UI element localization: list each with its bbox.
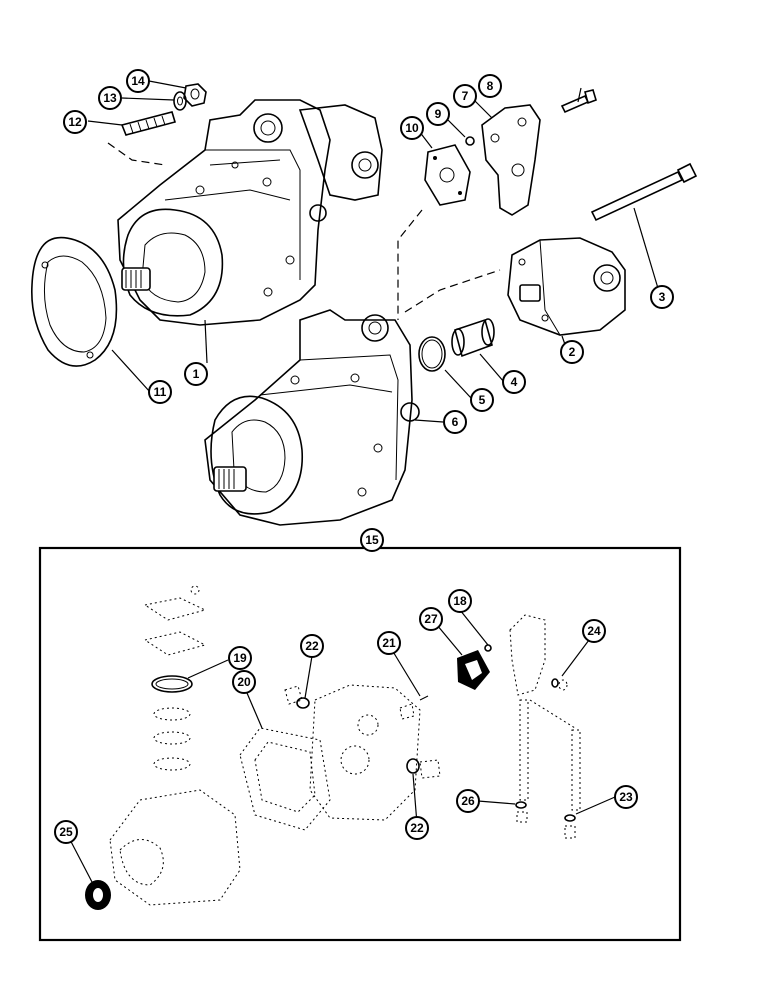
callout-5-label: 5 (479, 393, 486, 407)
callout-19-label: 19 (233, 651, 247, 665)
callout-7-label: 7 (462, 89, 469, 103)
stud-washer-nut (120, 83, 207, 136)
callout-26: 26 (456, 789, 480, 813)
callout-25-label: 25 (59, 825, 73, 839)
callout-9: 9 (426, 102, 450, 126)
pump-assembly-6 (204, 269, 501, 526)
pump-assembly-1 (107, 99, 383, 326)
callout-3-label: 3 (659, 290, 666, 304)
callout-10-label: 10 (405, 121, 419, 135)
callout-8-label: 8 (487, 79, 494, 93)
gasket-10 (397, 144, 471, 320)
callout-5: 5 (470, 388, 494, 412)
callout-12: 12 (63, 110, 87, 134)
callout-27-label: 27 (424, 612, 438, 626)
callout-2-label: 2 (569, 345, 576, 359)
callout-22-upper: 22 (300, 634, 324, 658)
callout-13-label: 13 (103, 91, 117, 105)
callout-9-label: 9 (435, 107, 442, 121)
oring-9 (465, 136, 475, 146)
callout-11: 11 (148, 380, 172, 404)
callout-15: 15 (360, 528, 384, 552)
callout-12-label: 12 (68, 115, 82, 129)
callout-6-label: 6 (452, 415, 459, 429)
callout-8: 8 (478, 74, 502, 98)
callout-14-label: 14 (131, 74, 145, 88)
callout-25: 25 (54, 820, 78, 844)
callout-10: 10 (400, 116, 424, 140)
callout-22-upper-label: 22 (305, 639, 319, 653)
callout-4-label: 4 (511, 375, 518, 389)
callout-6: 6 (443, 410, 467, 434)
callout-18: 18 (448, 589, 472, 613)
callout-24: 24 (582, 619, 606, 643)
callout-20: 20 (232, 670, 256, 694)
callout-3: 3 (650, 285, 674, 309)
valve-body-7 (481, 104, 541, 216)
bolt-8 (560, 89, 597, 114)
callout-23: 23 (614, 785, 638, 809)
oring-coupling (418, 318, 495, 372)
callout-22-lower-label: 22 (410, 821, 424, 835)
callout-13: 13 (98, 86, 122, 110)
callout-11-label: 11 (154, 385, 167, 399)
callout-26-label: 26 (461, 794, 475, 808)
gear-pump-2 (507, 237, 626, 336)
callout-1-label: 1 (193, 367, 200, 381)
callout-22-lower: 22 (405, 816, 429, 840)
callout-18-label: 18 (453, 594, 467, 608)
callout-7: 7 (453, 84, 477, 108)
callout-27: 27 (419, 607, 443, 631)
gasket-11 (31, 236, 118, 367)
callout-24-label: 24 (587, 624, 601, 638)
callout-21: 21 (377, 631, 401, 655)
callout-14: 14 (126, 69, 150, 93)
callout-15-label: 15 (365, 533, 379, 547)
callout-4: 4 (502, 370, 526, 394)
callout-19: 19 (228, 646, 252, 670)
repair-kit-frame (38, 546, 682, 942)
callout-21-label: 21 (382, 636, 396, 650)
callout-1: 1 (184, 362, 208, 386)
callout-23-label: 23 (619, 790, 633, 804)
repair-kit-parts (85, 585, 581, 910)
leader-lines (65, 80, 661, 883)
callout-20-label: 20 (237, 675, 251, 689)
bolt-3 (590, 162, 698, 222)
callout-2: 2 (560, 340, 584, 364)
